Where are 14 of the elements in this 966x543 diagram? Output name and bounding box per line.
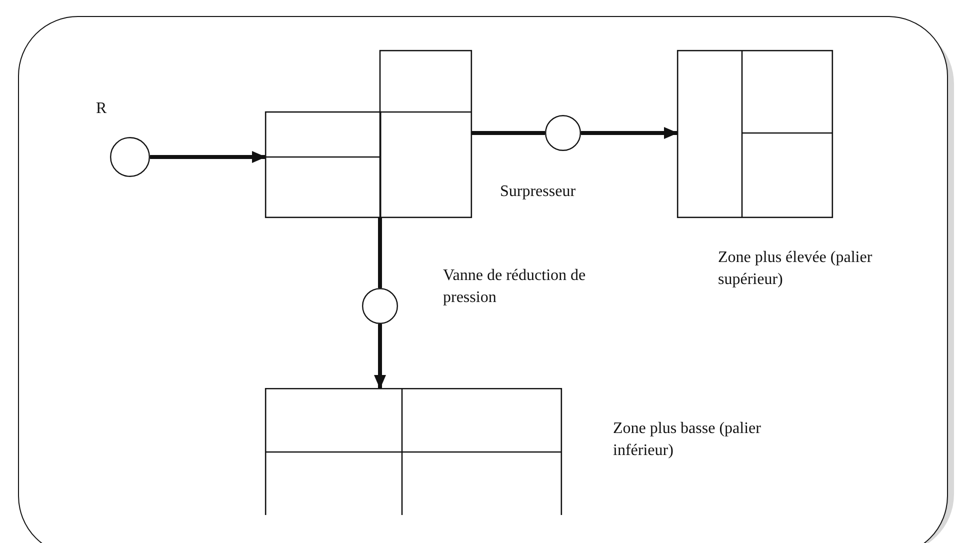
zone-caption: Zone plus basse (palier inférieur) (613, 419, 762, 461)
valve-circle (545, 115, 581, 151)
zone-caption: Surpresseur (500, 182, 577, 202)
building-zone-drawing (265, 388, 562, 515)
arrow (374, 324, 386, 389)
arrow (150, 151, 266, 163)
zone-caption: R (96, 99, 108, 119)
valve-circle (362, 288, 398, 324)
valve-circle (110, 137, 150, 177)
building-zone-drawing (265, 50, 472, 218)
zone-caption: Zone plus élevée (palier supérieur) (718, 248, 874, 290)
arrow (581, 127, 678, 139)
building-zone-drawing (677, 50, 833, 218)
zone-caption: Vanne de réduction de pression (443, 266, 587, 308)
